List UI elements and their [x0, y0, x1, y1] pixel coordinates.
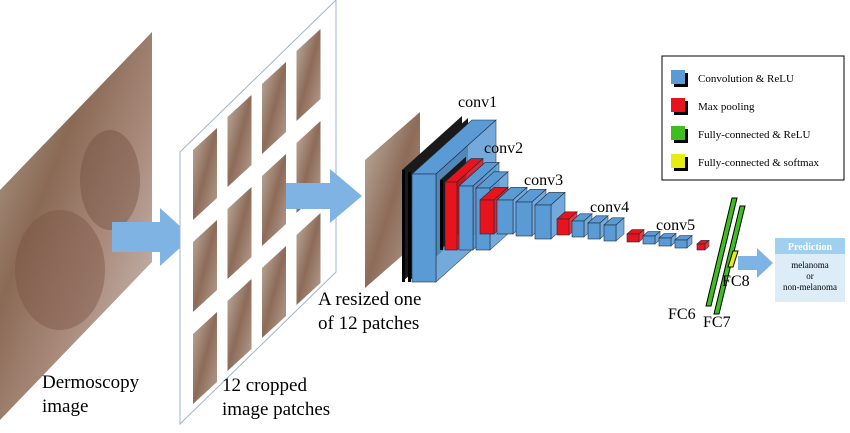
resized-label-line2: of 12 patches — [318, 313, 419, 334]
fc6-label: FC6 — [668, 306, 696, 323]
patches-frame — [179, 0, 337, 426]
patch-grid — [193, 29, 321, 404]
conv4-label: conv4 — [590, 199, 629, 216]
conv5-block-c — [674, 234, 693, 249]
conv5-label: conv5 — [656, 217, 695, 234]
legend-swatch — [671, 126, 685, 140]
cnn-layers — [402, 116, 710, 283]
legend-label: Max pooling — [698, 101, 755, 113]
patches-label-line1: 12 cropped — [222, 375, 307, 396]
image-patch-4 — [296, 29, 321, 121]
conv3-label: conv3 — [524, 172, 563, 189]
legend-label: Convolution & ReLU — [698, 73, 794, 85]
fc6-layer — [705, 197, 738, 307]
legend-label: Fully-connected & ReLU — [698, 129, 810, 141]
legend-swatch — [671, 70, 685, 84]
image-patch-7 — [262, 154, 286, 246]
fc8-label: FC8 — [722, 273, 750, 290]
fc8-layer — [727, 250, 739, 268]
prediction-line-3: non-melanoma — [783, 282, 837, 292]
flow-arrow-3 — [738, 248, 773, 278]
prediction-line-1: melanoma — [791, 260, 829, 270]
image-patch-1 — [193, 128, 217, 220]
image-patch-2 — [227, 95, 252, 187]
legend-item-1: Convolution & ReLU — [671, 70, 794, 87]
conv2-label: conv2 — [484, 140, 523, 157]
image-patch-11 — [262, 246, 286, 338]
conv4-block-c — [603, 217, 625, 242]
dermoscopy-image — [0, 32, 152, 420]
image-patch-6 — [227, 187, 252, 279]
image-patch-12 — [296, 213, 321, 305]
prediction-title: Prediction — [788, 242, 833, 253]
patches-label-line2: image patches — [222, 399, 330, 420]
flow-arrow-2 — [286, 169, 362, 223]
conv1-label: conv1 — [458, 94, 497, 111]
fc7-label: FC7 — [703, 314, 731, 331]
conv5-block-b — [658, 232, 677, 247]
conv4-block-a — [571, 213, 593, 238]
flow-arrow-1 — [112, 208, 192, 266]
pool5-block — [696, 239, 710, 251]
prediction-line-2: or — [806, 271, 814, 281]
image-patch-3 — [262, 62, 286, 154]
pool4-block — [626, 228, 645, 243]
image-patch-10 — [227, 279, 252, 371]
legend-item-2: Max pooling — [671, 98, 755, 115]
legend-item-3: Fully-connected & ReLU — [671, 126, 810, 143]
legend-swatch — [671, 98, 685, 112]
image-patch-9 — [193, 312, 217, 404]
dermoscopy-label-line1: Dermoscopy — [42, 372, 140, 393]
legend: Convolution & ReLU Max poolingFully-conne… — [661, 55, 845, 181]
dermoscopy-label-line2: image — [42, 396, 88, 417]
legend-label: Fully-connected & softmax — [698, 157, 819, 169]
legend-swatch — [671, 154, 685, 168]
resized-label-line1: A resized one — [318, 289, 421, 310]
fc7-layer — [713, 205, 746, 315]
image-patch-5 — [193, 220, 217, 312]
prediction-box: Prediction melanoma or non-melanoma — [775, 238, 845, 302]
legend-item-4: Fully-connected & softmax — [671, 154, 819, 171]
